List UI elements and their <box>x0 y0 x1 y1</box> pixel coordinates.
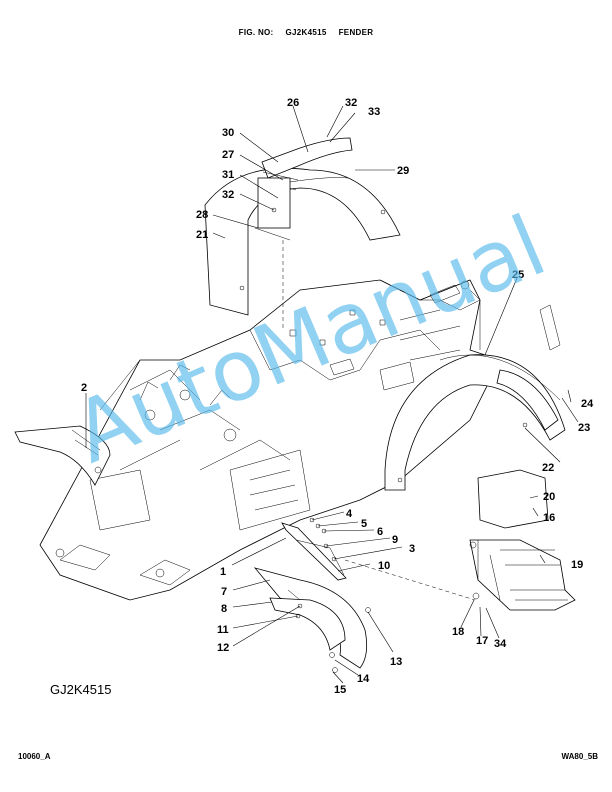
callout-26: 26 <box>287 97 299 109</box>
callout-11: 11 <box>217 624 229 636</box>
callout-34: 34 <box>494 638 507 650</box>
callout-16: 16 <box>543 512 555 524</box>
step-assembly <box>344 469 576 611</box>
upper-rear-fender <box>204 137 401 330</box>
callout-20: 20 <box>543 491 555 503</box>
diagram-code: GJ2K4515 <box>50 682 112 697</box>
callout-18: 18 <box>452 626 464 638</box>
callout-4: 4 <box>346 508 353 520</box>
callout-29: 29 <box>397 165 409 177</box>
figure-header: FIG. NO: GJ2K4515 FENDER <box>0 28 612 37</box>
callout-8: 8 <box>221 603 227 615</box>
callout-23: 23 <box>578 422 590 434</box>
callout-31: 31 <box>222 169 234 181</box>
callout-19: 19 <box>571 559 583 571</box>
callout-12: 12 <box>217 642 229 654</box>
callout-5: 5 <box>361 518 367 530</box>
callout-10: 10 <box>378 560 390 572</box>
callout-3: 3 <box>409 543 415 555</box>
callout-1: 1 <box>220 566 226 578</box>
footer-left-code: 10060_A <box>18 752 51 761</box>
callout-30: 30 <box>222 127 234 139</box>
callout-22: 22 <box>542 462 554 474</box>
leader-lines <box>85 105 579 684</box>
callout-27: 27 <box>222 149 234 161</box>
callout-13: 13 <box>390 656 402 668</box>
callout-28: 28 <box>196 209 208 221</box>
callout-14: 14 <box>357 673 370 685</box>
tractor-frame <box>39 279 501 601</box>
callout-15: 15 <box>334 684 346 696</box>
fig-label: FIG. NO: <box>238 28 274 37</box>
front-mudguard <box>253 517 371 673</box>
callout-9: 9 <box>392 534 398 546</box>
callout-2: 2 <box>81 382 87 394</box>
callout-7: 7 <box>221 586 227 598</box>
callout-25: 25 <box>512 269 524 281</box>
fig-number: GJ2K4515 <box>285 28 327 37</box>
callout-33: 33 <box>368 106 380 118</box>
callout-21: 21 <box>196 229 208 241</box>
callout-32-upper: 32 <box>345 97 357 109</box>
fig-title: FENDER <box>338 28 374 37</box>
callout-32-lower: 32 <box>222 189 234 201</box>
left-fender <box>14 425 111 486</box>
callout-labels: 1 2 3 4 5 6 7 8 9 10 11 12 13 14 15 16 1… <box>81 97 594 696</box>
footer-right-code: WA80_5B <box>561 752 598 761</box>
callout-6: 6 <box>377 526 383 538</box>
right-fender <box>384 289 566 491</box>
callout-24: 24 <box>581 398 594 410</box>
callout-17: 17 <box>476 635 488 647</box>
